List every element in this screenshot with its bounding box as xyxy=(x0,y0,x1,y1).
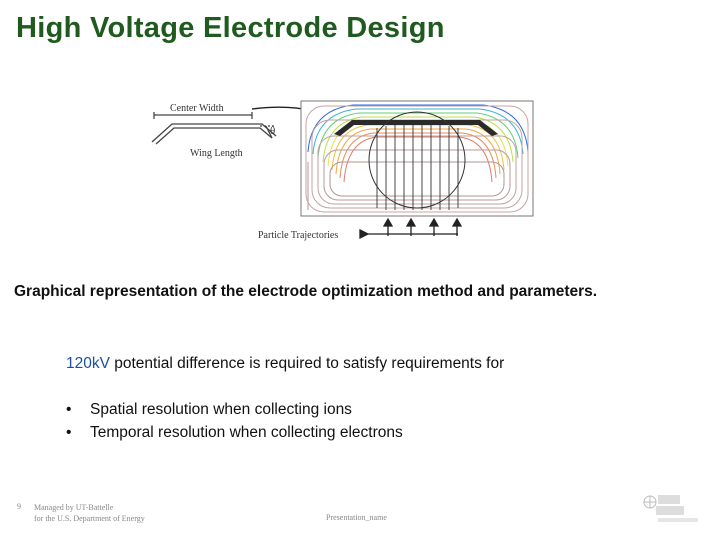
presentation-name: Presentation_name xyxy=(326,513,387,522)
voltage-highlight: 120kV xyxy=(66,355,110,372)
particle-trajectories-label: Particle Trajectories xyxy=(258,230,338,241)
footer-line: Managed by UT-Battelle xyxy=(34,503,114,512)
theta-label: θ xyxy=(270,125,275,137)
figure-caption: Graphical representation of the electrod… xyxy=(14,283,598,300)
bullet-marker: • xyxy=(66,401,72,418)
bullet-item: •Temporal resolution when collecting ele… xyxy=(66,421,403,444)
wing-length-label: Wing Length xyxy=(190,148,243,159)
electrode-schematic xyxy=(151,112,277,145)
requirement-bullets: •Spatial resolution when collecting ions… xyxy=(66,398,403,444)
field-simulation xyxy=(300,100,534,217)
footer-line: for the U.S. Department of Energy xyxy=(34,514,145,523)
electrode-diagram: Center Width θ Wing Length xyxy=(151,100,534,241)
bullet-marker: • xyxy=(66,424,72,441)
requirement-body: potential difference is required to sati… xyxy=(109,355,505,372)
slide-title: High Voltage Electrode Design xyxy=(16,12,445,44)
footer-management: Managed by UT-Battelle for the U.S. Depa… xyxy=(34,502,145,524)
page-number: 9 xyxy=(17,502,21,511)
oak-ridge-logo xyxy=(643,495,698,522)
bullet-item: •Spatial resolution when collecting ions xyxy=(66,398,403,421)
requirement-text: 120kV potential difference is required t… xyxy=(66,355,504,373)
trajectory-arrows xyxy=(359,217,463,240)
center-width-label: Center Width xyxy=(170,103,224,114)
